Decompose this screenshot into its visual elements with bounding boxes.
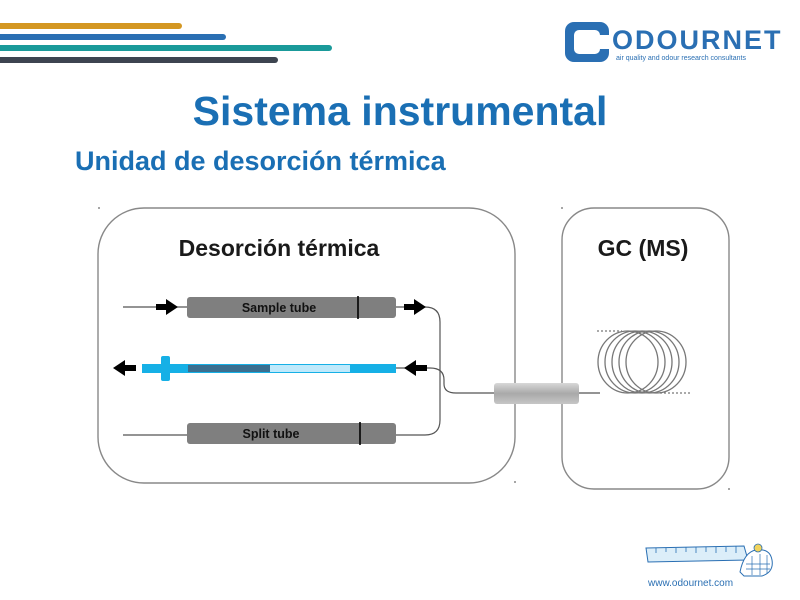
footer-url: www.odournet.com <box>648 578 734 589</box>
decorative-stripes <box>0 0 340 70</box>
logo-name: ODOURNET <box>612 25 783 55</box>
logo-tagline: air quality and odour research consultan… <box>616 55 746 62</box>
right-box-title: GC (MS) <box>598 235 689 261</box>
cold-trap <box>142 356 396 381</box>
odournet-logo: ODOURNET air quality and odour research … <box>564 20 781 66</box>
arrow-left-icon <box>113 360 136 376</box>
slide-title: Sistema instrumental <box>192 88 608 134</box>
stripe-blue <box>0 34 226 40</box>
sample-tube <box>187 297 396 318</box>
arrow-left-icon <box>404 360 427 376</box>
slide-subtitle: Unidad de desorción térmica <box>75 146 446 176</box>
transfer-line-connector <box>494 383 579 404</box>
arrow-right-icon <box>404 299 426 315</box>
split-tube-label: Split tube <box>243 427 300 441</box>
thermal-desorption-box <box>97 207 516 484</box>
ruler-figure-icon <box>645 543 773 577</box>
stripe-dark <box>0 57 278 63</box>
arrow-right-icon <box>156 299 178 315</box>
stripe-teal <box>0 45 332 51</box>
left-box-title: Desorción térmica <box>179 235 380 261</box>
split-tube <box>187 423 396 444</box>
flow-arrows <box>113 299 427 376</box>
logo-mark-icon <box>565 22 610 62</box>
gc-ms-box <box>561 207 730 490</box>
stripe-gold <box>0 23 182 29</box>
sample-tube-label: Sample tube <box>242 301 316 315</box>
gc-column-coil-icon <box>597 330 690 394</box>
